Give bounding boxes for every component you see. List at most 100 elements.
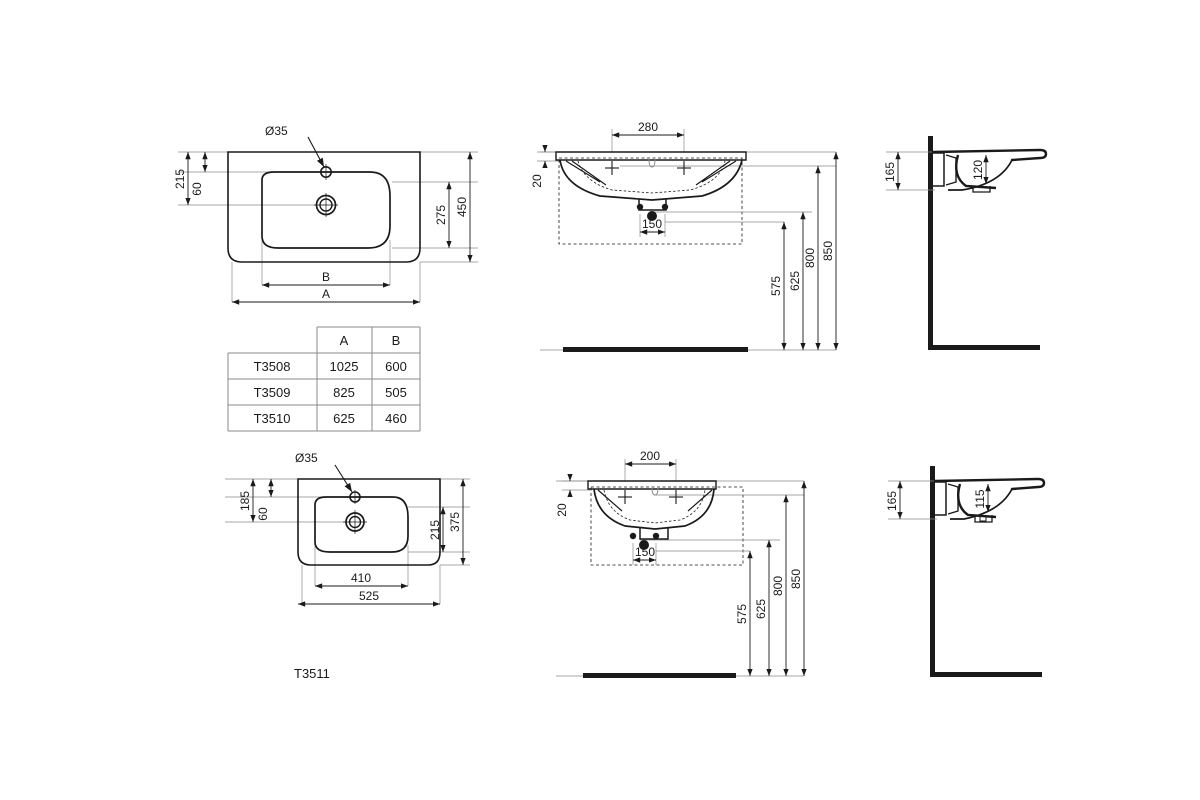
waste-point-bm (639, 540, 649, 550)
supply-point-right-bm (652, 532, 660, 540)
label-375-bl: 375 (448, 512, 462, 532)
projection-lines-br (888, 480, 937, 520)
table-header-b: B (392, 333, 401, 348)
table-cell-b: 600 (385, 359, 407, 374)
table-row: T3508 1025 600 (254, 359, 407, 374)
cabinet-envelope-tm (558, 157, 743, 245)
view-top-right-side: 165 120 (883, 136, 1048, 350)
table-row: T3509 825 505 (254, 385, 407, 400)
supply-point-left-bm (629, 532, 637, 540)
table-cell-code: T3508 (254, 359, 291, 374)
label-200-bm: 200 (640, 449, 660, 463)
label-hole-dia-tl: Ø35 (265, 124, 288, 138)
floor-line-tr (928, 345, 1040, 350)
drain-tab-tr (972, 186, 991, 193)
label-850-bm: 850 (789, 569, 803, 589)
label-800-tm: 800 (803, 248, 817, 268)
tap-hole-marks-tm (605, 161, 691, 175)
basin-outline-plan-tl (227, 151, 421, 263)
label-575-bm: 575 (735, 604, 749, 624)
bowl-profile-br (950, 488, 1013, 520)
label-215-tl: 215 (173, 169, 187, 189)
wall-line-br (930, 466, 935, 675)
dimension-table: A B T3508 1025 600 T3509 825 505 T3510 6… (227, 326, 421, 432)
table-row: T3510 625 460 (254, 411, 407, 426)
label-625-tm: 625 (788, 271, 802, 291)
bowl-outline-plan-bl (314, 496, 409, 553)
table-cell-b: 505 (385, 385, 407, 400)
bowl-body-tm (559, 159, 743, 201)
wall-line-tr (928, 136, 933, 348)
model-code-label: T3511 (294, 666, 330, 681)
label-A-tl: A (322, 287, 330, 301)
bowl-wall-tr (955, 154, 997, 190)
table-cell-b: 460 (385, 411, 407, 426)
label-215-bl: 215 (428, 520, 442, 540)
basin-outline-plan-bl (297, 478, 441, 566)
table-cell-a: 625 (333, 411, 355, 426)
drain-tab-br (974, 515, 993, 523)
view-bottom-right-side: 165 115 (885, 466, 1046, 677)
projection-lines-tr (886, 151, 935, 191)
bowl-ribs-bm (597, 489, 713, 512)
supply-point-right-tm (661, 203, 669, 211)
label-hole-dia-bl: Ø35 (295, 451, 318, 465)
label-20-bm: 20 (555, 503, 569, 517)
bowl-ribs-tm (565, 160, 737, 186)
label-165-tr: 165 (883, 162, 897, 182)
label-B-tl: B (322, 270, 330, 284)
label-800-bm: 800 (771, 576, 785, 596)
label-280-tm: 280 (638, 120, 658, 134)
label-625-bm: 625 (754, 599, 768, 619)
bowl-profile-tr (948, 159, 1013, 191)
overflow-slot-tm (648, 158, 656, 168)
table-cell-a: 825 (333, 385, 355, 400)
bowl-outline-plan-tl (261, 171, 391, 249)
view-top-middle-front: 280 20 150 575 625 800 850 (530, 120, 839, 352)
floor-line-br (930, 672, 1042, 677)
drain-detail-br (979, 515, 987, 522)
tap-hole-crosshair-tl (318, 164, 334, 180)
label-575-tm: 575 (769, 276, 783, 296)
label-450-tl: 450 (455, 197, 469, 217)
floor-line-bm (583, 673, 736, 678)
mount-block-tr (933, 152, 945, 187)
label-150-bm: 150 (635, 545, 655, 559)
table-header-a: A (340, 333, 349, 348)
label-525-bl: 525 (359, 589, 379, 603)
cabinet-envelope-bm (590, 486, 744, 566)
label-410-bl: 410 (351, 571, 371, 585)
view-bottom-left-plan: Ø35 185 60 215 375 410 525 T3511 (225, 451, 470, 681)
bowl-inner-dashed-tm (577, 160, 726, 194)
floor-line-tm (563, 347, 748, 352)
drain-crosshair-tl (314, 193, 338, 217)
view-top-left-plan: Ø35 215 60 275 450 B A (173, 124, 478, 305)
bowl-wall-br (957, 483, 997, 519)
drain-boss-bm (639, 528, 669, 540)
label-165-br: 165 (885, 491, 899, 511)
rim-top-tr (931, 148, 1048, 162)
label-60-bl: 60 (256, 507, 270, 521)
mount-block-br (935, 481, 947, 516)
dia-leader-bl (334, 464, 353, 493)
table-cell-a: 1025 (330, 359, 359, 374)
dia-leader-tl (307, 136, 325, 168)
label-120-tr: 120 (971, 160, 985, 180)
label-60-tl: 60 (190, 182, 204, 196)
label-150-tm: 150 (642, 217, 662, 231)
label-115-br: 115 (973, 489, 987, 508)
table-cell-code: T3510 (254, 411, 291, 426)
label-275-tl: 275 (434, 205, 448, 225)
deck-slab-tm (555, 151, 747, 161)
projection-lines-tl (178, 151, 478, 302)
supply-point-left-tm (636, 203, 644, 211)
table-cell-code: T3509 (254, 385, 291, 400)
drain-crosshair-bl (343, 510, 367, 534)
label-20-tm: 20 (530, 174, 544, 188)
bowl-body-bm (593, 488, 715, 530)
label-185-bl: 185 (238, 491, 252, 511)
rim-top-br (933, 477, 1046, 491)
